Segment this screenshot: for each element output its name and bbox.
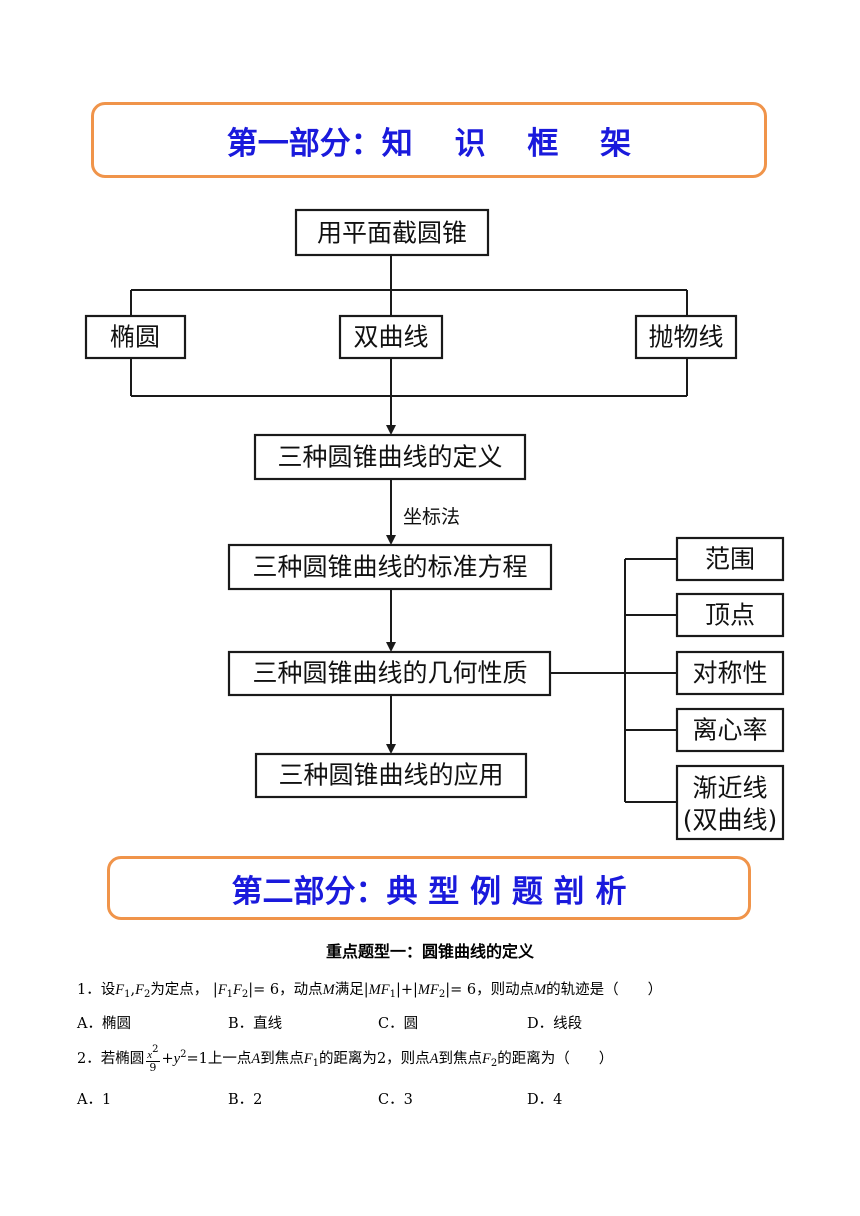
node-asymptote-note: (双曲线)	[683, 806, 778, 835]
node-root: 用平面截圆锥	[294, 208, 490, 257]
question-2-option-d: D．4	[527, 1092, 563, 1108]
node-definition: 三种圆锥曲线的定义	[253, 433, 527, 481]
question-1: 1．设F1,F2为定点， |F1F2|= 6，动点M满足|MF1|+|MF2|=…	[77, 982, 663, 1000]
question-2-option-b: B．2	[228, 1092, 263, 1108]
node-eccentricity: 离心率	[675, 707, 785, 753]
node-parabola: 抛物线	[634, 314, 738, 360]
part1-title: 第一部分：知 识 框 架	[226, 125, 632, 162]
question-1-option-d: D．线段	[527, 1016, 583, 1032]
node-ellipse: 椭圆	[84, 314, 187, 360]
node-hyperbola: 双曲线	[338, 314, 444, 360]
node-range-label: 范围	[705, 545, 755, 574]
part2-title: 第二部分：典 型 例 题 剖 析	[231, 873, 627, 910]
node-vertex: 顶点	[675, 592, 785, 638]
question-1-option-a: A．椭圆	[77, 1016, 131, 1032]
node-symmetry-label: 对称性	[692, 659, 767, 688]
node-vertex-label: 顶点	[705, 601, 755, 630]
node-standard-equation: 三种圆锥曲线的标准方程	[227, 543, 553, 591]
node-symmetry: 对称性	[675, 650, 785, 696]
section-title: 重点题型一：圆锥曲线的定义	[325, 942, 534, 961]
node-definition-label: 三种圆锥曲线的定义	[277, 443, 502, 472]
node-standard-equation-label: 三种圆锥曲线的标准方程	[252, 553, 527, 582]
node-geometric-properties: 三种圆锥曲线的几何性质	[227, 650, 552, 697]
method-label: 坐标法	[403, 506, 460, 528]
node-application: 三种圆锥曲线的应用	[254, 752, 528, 799]
node-range: 范围	[675, 536, 785, 582]
question-1-option-b: B．直线	[228, 1016, 283, 1032]
part1-banner: 第一部分：知 识 框 架	[91, 102, 767, 178]
node-ellipse-label: 椭圆	[110, 323, 160, 352]
node-application-label: 三种圆锥曲线的应用	[278, 761, 503, 790]
node-asymptote: 渐近线 (双曲线)	[675, 764, 785, 841]
question-2-option-a: A．1	[77, 1092, 112, 1108]
question-2-option-c: C．3	[378, 1092, 413, 1108]
node-geometric-properties-label: 三种圆锥曲线的几何性质	[252, 659, 527, 688]
node-asymptote-label: 渐近线	[692, 774, 767, 803]
node-hyperbola-label: 双曲线	[353, 323, 428, 352]
diagram-edges	[130, 255, 688, 803]
node-parabola-label: 抛物线	[648, 323, 723, 352]
node-root-label: 用平面截圆锥	[317, 219, 467, 248]
part2-banner: 第二部分：典 型 例 题 剖 析	[107, 856, 751, 920]
node-eccentricity-label: 离心率	[692, 716, 767, 745]
knowledge-framework-diagram: 用平面截圆锥 椭圆 双曲线 抛物线 三种圆锥曲线的定义 坐标法 三种圆锥曲线的标…	[84, 208, 785, 841]
question-1-option-c: C．圆	[378, 1016, 419, 1032]
